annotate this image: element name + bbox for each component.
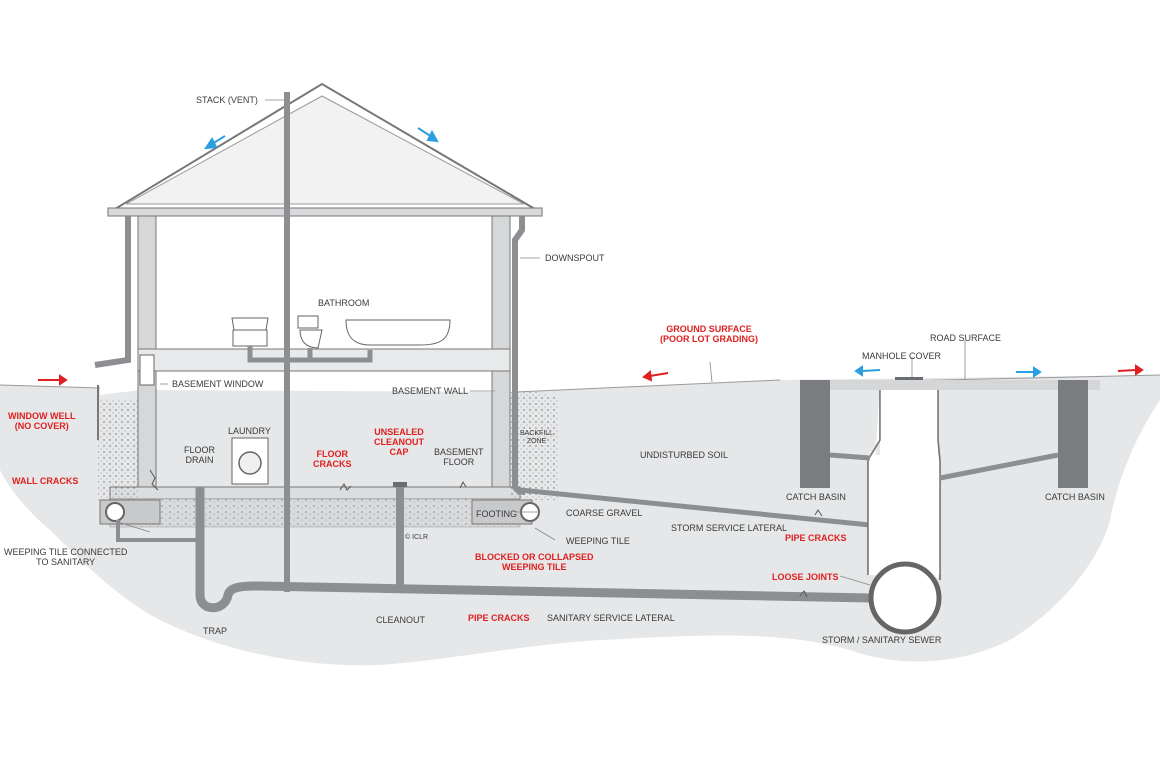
sewer-pipe	[868, 561, 942, 635]
label-road-surface: ROAD SURFACE	[930, 333, 1002, 343]
label-storm-lateral: STORM SERVICE LATERAL	[671, 523, 788, 533]
label-stack-vent: STACK (VENT)	[196, 95, 258, 105]
weeping-tile-to-sanitary	[116, 520, 200, 542]
label-floor-drain: FLOOR DRAIN	[184, 445, 216, 465]
storm-service-lateral	[519, 487, 871, 528]
label-manhole-cover: MANHOLE COVER	[862, 351, 942, 361]
problem-pipe-cracks-storm: PIPE CRACKS	[785, 533, 847, 543]
coarse-gravel-layer	[109, 498, 521, 528]
bathroom-drain	[247, 346, 373, 363]
label-cleanout: CLEANOUT	[376, 615, 426, 625]
problem-window-well: WINDOW WELL (NO COVER)	[8, 411, 76, 431]
catch-basin-left-box	[800, 380, 830, 488]
label-bathroom: BATHROOM	[318, 298, 370, 308]
cleanout-pipe	[396, 484, 404, 592]
label-downspout: DOWNSPOUT	[545, 253, 605, 263]
label-basement-window: BASEMENT WINDOW	[172, 379, 264, 389]
downspout-left	[94, 216, 131, 368]
label-weeping-tile: WEEPING TILE	[566, 536, 630, 546]
weeping-tile-left	[105, 502, 125, 522]
leader-lines	[117, 99, 966, 586]
cleanout-cap	[393, 482, 407, 487]
road-slab	[800, 380, 1100, 390]
label-backfill-zone: BACKFILL ZONE	[520, 430, 554, 445]
laundry-machine	[231, 437, 269, 485]
basement-floor-slab	[109, 486, 521, 500]
problem-pipe-cracks-sanitary: PIPE CRACKS	[468, 613, 530, 623]
sanitary-service-lateral	[195, 487, 871, 613]
label-catch-basin-right: CATCH BASIN	[1045, 492, 1105, 502]
label-laundry: LAUNDRY	[228, 426, 271, 436]
label-sewer: STORM / SANITARY SEWER	[822, 635, 942, 645]
problem-ground-surface: GROUND SURFACE (POOR LOT GRADING)	[660, 324, 758, 344]
problem-wall-cracks: WALL CRACKS	[12, 476, 79, 486]
blue-flow-arrows	[203, 127, 1042, 378]
red-flow-arrows	[38, 364, 1144, 386]
label-undisturbed-soil: UNDISTURBED SOIL	[640, 450, 729, 460]
label-catch-basin-left: CATCH BASIN	[786, 492, 846, 502]
label-footing: FOOTING	[476, 509, 517, 519]
catch-basin-left-lead	[829, 452, 871, 461]
label-sanitary-lateral: SANITARY SERVICE LATERAL	[547, 613, 675, 623]
bathroom-fixtures	[231, 315, 451, 349]
label-coarse-gravel: COARSE GRAVEL	[566, 508, 643, 518]
backfill-right	[510, 392, 558, 500]
problem-floor-cracks: FLOOR CRACKS	[313, 449, 352, 469]
label-trap: TRAP	[203, 626, 228, 636]
stack-vent-pipe	[284, 92, 290, 592]
catch-basin-right-box	[1058, 380, 1088, 488]
label-weeping-tile-sanitary: WEEPING TILE CONNECTED TO SANITARY	[4, 547, 128, 567]
label-basement-floor: BASEMENT FLOOR	[434, 447, 484, 467]
crack-marks	[149, 469, 823, 598]
label-copyright: © ICLR	[405, 534, 429, 541]
problem-cleanout-cap: UNSEALED CLEANOUT CAP	[374, 427, 424, 457]
catch-basin-right-lead	[939, 452, 1059, 481]
backfill-left	[98, 400, 138, 500]
house-roof	[106, 82, 544, 217]
problem-loose-joints: LOOSE JOINTS	[772, 572, 839, 582]
label-basement-wall: BASEMENT WALL	[392, 386, 469, 396]
problem-blocked-tile: BLOCKED OR COLLAPSED WEEPING TILE	[475, 552, 594, 572]
